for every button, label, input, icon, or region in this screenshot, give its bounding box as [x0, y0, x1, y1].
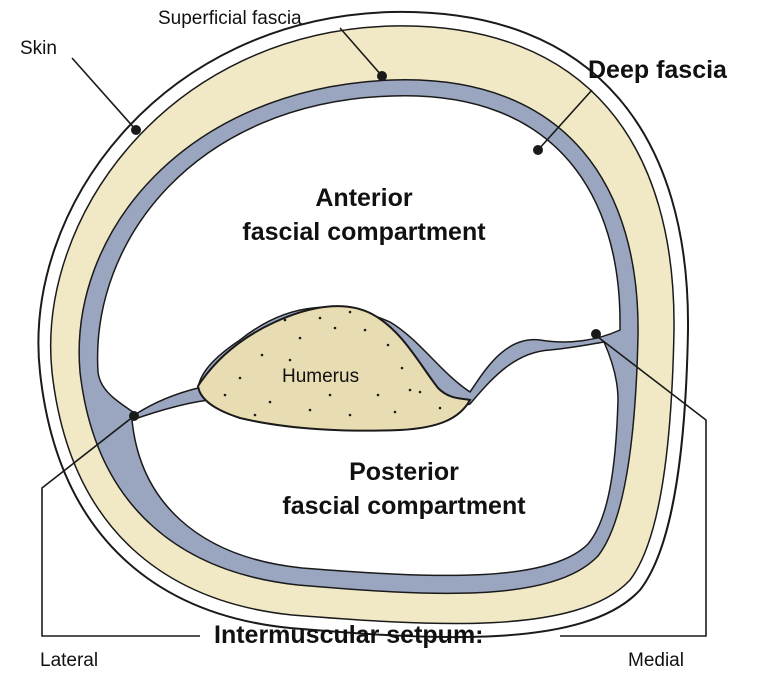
posterior-label-line2: fascial compartment: [244, 490, 564, 524]
anterior-compartment-label: Anterior fascial compartment: [204, 182, 524, 250]
superficial-fascia-dot: [377, 71, 387, 81]
medial-label: Medial: [628, 650, 684, 672]
lateral-label: Lateral: [40, 650, 98, 672]
deep-fascia-dot: [533, 145, 543, 155]
skin-dot: [131, 125, 141, 135]
skin-label: Skin: [20, 38, 57, 60]
medial-septum-dot: [591, 329, 601, 339]
deep-fascia-label: Deep fascia: [588, 56, 727, 85]
posterior-label-line1: Posterior: [244, 456, 564, 490]
superficial-fascia-label: Superficial fascia: [158, 8, 302, 30]
posterior-compartment-label: Posterior fascial compartment: [244, 456, 564, 524]
anterior-label-line2: fascial compartment: [204, 216, 524, 250]
intermuscular-septum-label: Intermuscular setpum:: [214, 621, 484, 650]
skin-leader: [72, 58, 136, 130]
anterior-label-line1: Anterior: [204, 182, 524, 216]
lateral-septum-dot: [129, 411, 139, 421]
humerus-label: Humerus: [282, 366, 359, 388]
